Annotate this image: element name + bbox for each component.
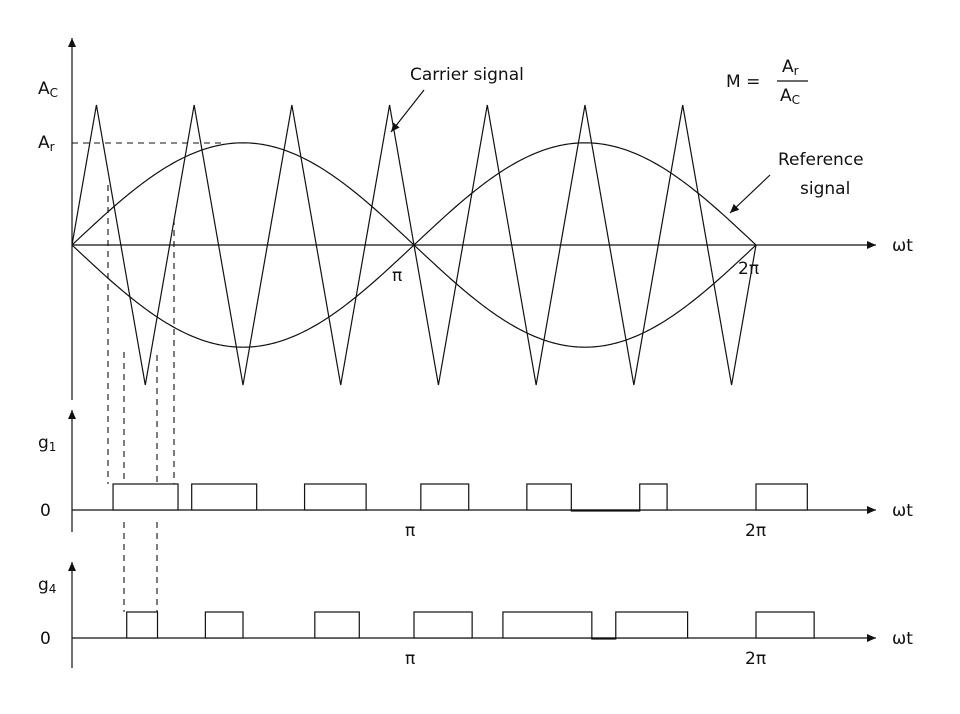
g4-pulse-2 — [204, 611, 244, 639]
formula-m: M = — [726, 72, 760, 92]
g1-pulse-8 — [755, 483, 808, 511]
g4-zero-label: 0 — [40, 629, 51, 649]
g1-pulse-5 — [526, 483, 572, 511]
g1-zero-label: 0 — [40, 501, 51, 521]
g1-two-pi-label: 2π — [745, 521, 766, 541]
g1-pulse-3 — [303, 483, 367, 511]
g4-pulse-6 — [591, 637, 617, 640]
g1-pulse-4 — [420, 483, 470, 511]
g1-pulse-6 — [570, 509, 641, 512]
g4-wt-label: ωt — [892, 629, 913, 649]
g1-label: g1 — [38, 433, 56, 454]
reference-signal-label-line1: Reference — [778, 150, 864, 170]
formula-denominator: AC — [780, 86, 800, 107]
top-two-pi-label: 2π — [738, 259, 759, 279]
g4-pi-label: π — [405, 649, 415, 669]
g1-pulse-7 — [639, 483, 668, 511]
g1-pulse-2 — [191, 483, 258, 511]
g4-pulse-1 — [126, 611, 159, 639]
g4-two-pi-label: 2π — [745, 649, 766, 669]
ar-label: Ar — [38, 133, 55, 154]
g1-wt-label: ωt — [892, 501, 913, 521]
g4-pulse-7 — [615, 611, 689, 639]
g4-pulse-3 — [314, 611, 360, 639]
reference-signal-label-line2: signal — [800, 179, 850, 199]
carrier-signal-label: Carrier signal — [410, 65, 524, 85]
reference-wave-negative — [71, 142, 757, 348]
g4-pulse-5 — [502, 611, 593, 639]
top-pi-label: π — [392, 266, 402, 286]
carrier-pointer-arrow — [390, 89, 425, 133]
reference-pointer-arrow — [729, 174, 771, 214]
top-wt-label: ωt — [892, 236, 913, 256]
g1-pulse-train — [112, 483, 808, 512]
g1-pulse-1 — [112, 483, 179, 511]
ac-label: AC — [38, 79, 58, 100]
g4-pulse-train — [126, 611, 815, 640]
formula-numerator: Ar — [782, 57, 799, 78]
g4-pulse-8 — [755, 611, 815, 639]
g1-pi-label: π — [405, 521, 415, 541]
g4-label: g4 — [38, 575, 56, 596]
g4-pulse-4 — [413, 611, 473, 639]
